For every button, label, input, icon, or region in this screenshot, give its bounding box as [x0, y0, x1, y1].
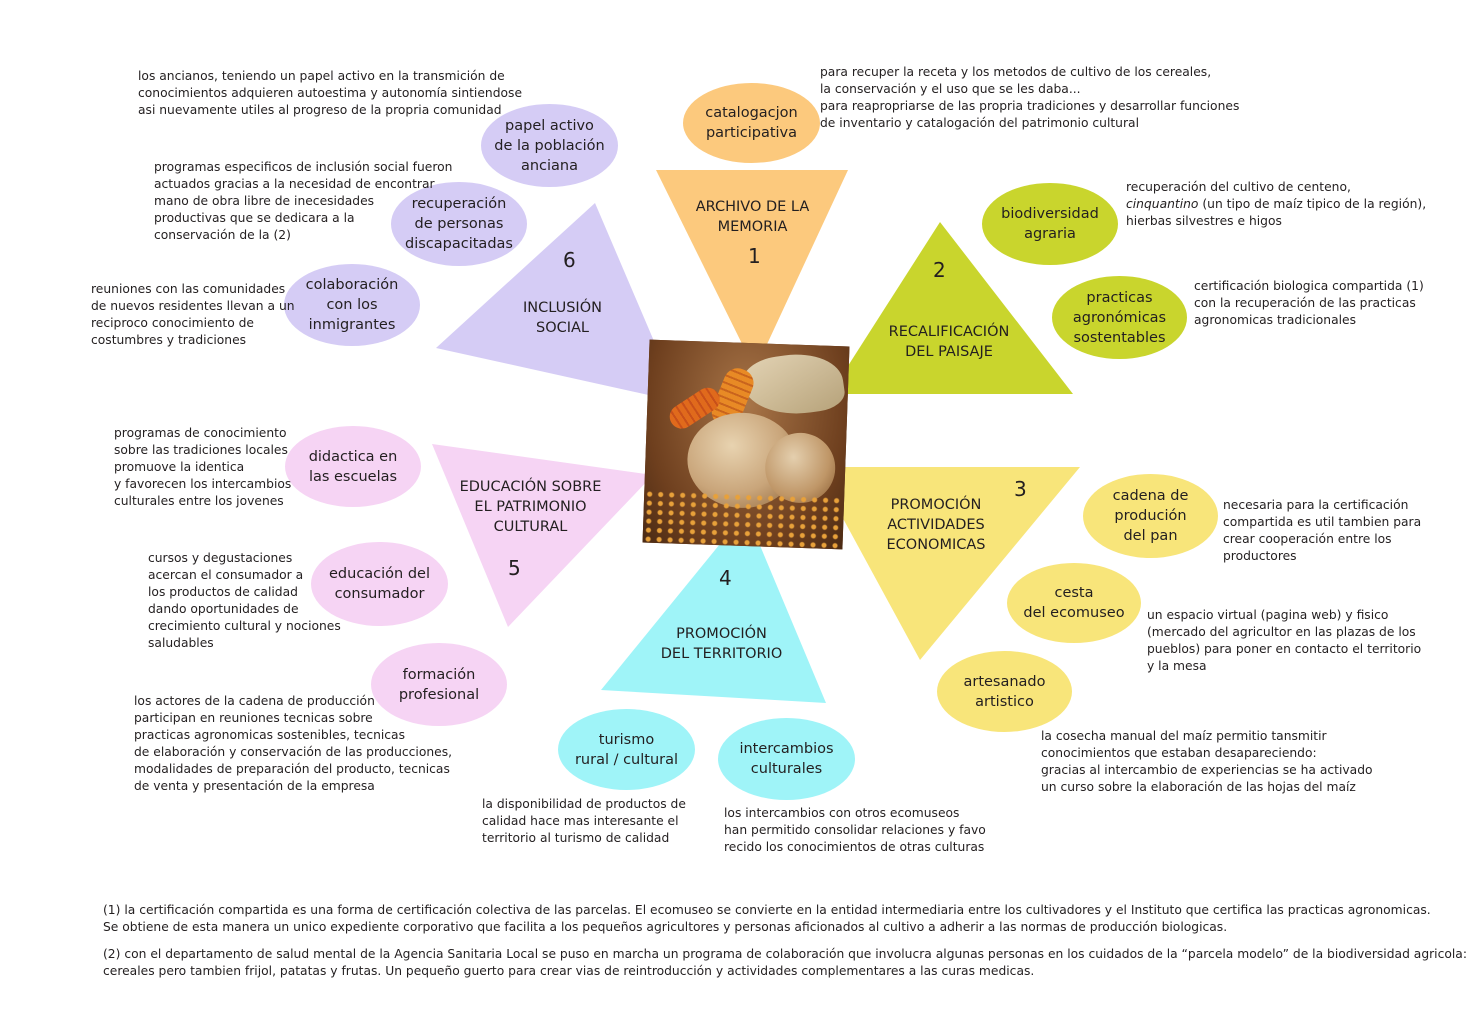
- note-biodiversidad: recuperación del cultivo de centeno, cin…: [1126, 180, 1427, 228]
- section-6-number: 6: [563, 248, 576, 272]
- footnote-2: (2) con el departamento de salud mental …: [103, 947, 1467, 978]
- triangles-layer: [432, 170, 1080, 703]
- note-practicas: certificación biologica compartida (1)co…: [1194, 279, 1424, 327]
- note-recuperacion: programas especificos de inclusión socia…: [154, 160, 453, 242]
- section-1-number: 1: [748, 244, 761, 268]
- section-3-number: 3: [1014, 477, 1027, 501]
- bread-and-corn-photo: [642, 339, 850, 550]
- triangle-inclusion-social: [436, 203, 680, 402]
- triangle-promocion-territorio: [601, 512, 826, 703]
- note-cesta: un espacio virtual (pagina web) y fisico…: [1147, 608, 1422, 673]
- note-artesanado: la cosecha manual del maíz permitio tans…: [1041, 729, 1373, 794]
- triangle-archivo-memoria: [656, 170, 848, 370]
- section-5-number: 5: [508, 556, 521, 580]
- triangle-promocion-economicas: [815, 467, 1080, 660]
- note-papel: los ancianos, teniendo un papel activo e…: [138, 69, 523, 117]
- triangle-educacion-patrimonio: [432, 444, 653, 627]
- note-catalogacion: para recuper la receta y los metodos de …: [820, 65, 1240, 130]
- section-4-number: 4: [719, 566, 732, 590]
- footnote-1: (1) la certificación compartida es una f…: [103, 903, 1431, 934]
- triangle-recalificacion-paisaje: [830, 222, 1073, 394]
- section-2-number: 2: [933, 258, 946, 282]
